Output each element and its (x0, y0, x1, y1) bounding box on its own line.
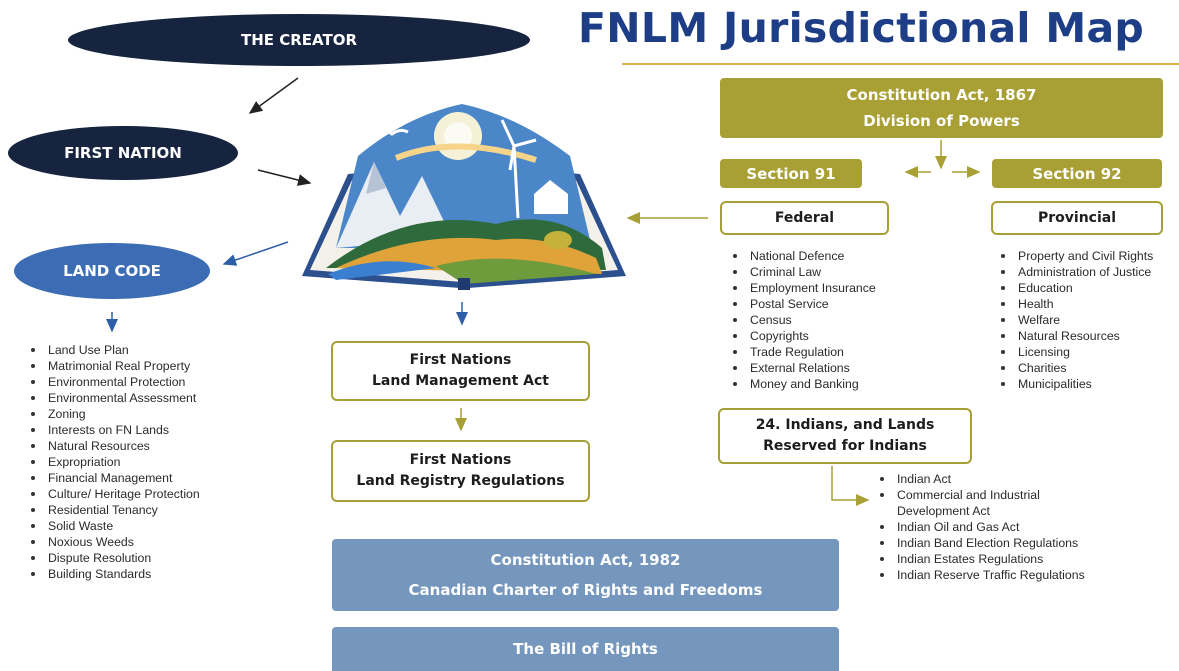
constitution-1867-box: Constitution Act, 1867 Division of Power… (720, 78, 1163, 138)
fnlma-line1: First Nations (409, 352, 512, 368)
list-item: Natural Resources (26, 438, 200, 454)
list-item: Health (996, 296, 1153, 312)
first-nation-node: FIRST NATION (8, 126, 238, 180)
list-item: Trade Regulation (728, 344, 876, 360)
list-item: Commercial and Industrial Development Ac… (875, 487, 1075, 519)
list-item: Indian Reserve Traffic Regulations (875, 567, 1085, 583)
list-item: Natural Resources (996, 328, 1153, 344)
land-code-node: LAND CODE (14, 243, 210, 299)
list-item: Matrimonial Real Property (26, 358, 200, 374)
provincial-powers-list: Property and Civil Rights Administration… (996, 248, 1153, 392)
list-item: External Relations (728, 360, 876, 376)
the-creator-node: THE CREATOR (68, 14, 530, 66)
federal-powers-list: National Defence Criminal Law Employment… (728, 248, 876, 392)
section-92-box: Section 92 (992, 159, 1162, 188)
constitution-1867-line1: Constitution Act, 1867 (846, 86, 1037, 104)
constitution-1867-line2: Division of Powers (863, 112, 1020, 130)
list-item: Charities (996, 360, 1153, 376)
list-item: Education (996, 280, 1153, 296)
list-item: Solid Waste (26, 518, 200, 534)
fnlma-line2: Land Management Act (372, 373, 549, 389)
constitution-1982-box: Constitution Act, 1982 Canadian Charter … (332, 539, 839, 611)
list-item: Welfare (996, 312, 1153, 328)
list-item: Criminal Law (728, 264, 876, 280)
federal-box: Federal (720, 201, 889, 235)
list-item: Licensing (996, 344, 1153, 360)
list-item: Indian Estates Regulations (875, 551, 1085, 567)
list-item: Indian Act (875, 471, 1085, 487)
list-item: Indian Oil and Gas Act (875, 519, 1085, 535)
list-item: Noxious Weeds (26, 534, 200, 550)
constitution-1982-line2: Canadian Charter of Rights and Freedoms (408, 581, 763, 599)
list-item: Indian Band Election Regulations (875, 535, 1085, 551)
list-item: Environmental Assessment (26, 390, 200, 406)
fnlrr-line1: First Nations (409, 452, 512, 468)
arrow-indians-to-list (831, 466, 870, 506)
list-item: Zoning (26, 406, 200, 422)
list-item: Financial Management (26, 470, 200, 486)
list-item: Expropriation (26, 454, 200, 470)
list-item: Employment Insurance (728, 280, 876, 296)
indians-line1: 24. Indians, and Lands (755, 417, 935, 433)
fn-land-management-act-box: First Nations Land Management Act (331, 341, 590, 401)
indian-acts-list: Indian Act Commercial and Industrial Dev… (875, 471, 1085, 583)
page-title: FNLM Jurisdictional Map (578, 4, 1145, 52)
list-item: Environmental Protection (26, 374, 200, 390)
list-item: Copyrights (728, 328, 876, 344)
list-item: Municipalities (996, 376, 1153, 392)
list-item: Culture/ Heritage Protection (26, 486, 200, 502)
fnlrr-line2: Land Registry Regulations (356, 473, 565, 489)
provincial-box: Provincial (991, 201, 1163, 235)
arrow-creator-to-book (248, 77, 299, 114)
list-item: Dispute Resolution (26, 550, 200, 566)
arrow-book-to-land-code (222, 241, 289, 266)
list-item: National Defence (728, 248, 876, 264)
fn-land-registry-regulations-box: First Nations Land Registry Regulations (331, 440, 590, 502)
list-item: Building Standards (26, 566, 200, 582)
list-item: Land Use Plan (26, 342, 200, 358)
list-item: Postal Service (728, 296, 876, 312)
list-item: Interests on FN Lands (26, 422, 200, 438)
list-item: Census (728, 312, 876, 328)
indians-lands-reserved-box: 24. Indians, and Lands Reserved for Indi… (718, 408, 972, 464)
bill-of-rights-box: The Bill of Rights (332, 627, 839, 671)
title-underline (622, 63, 1179, 65)
list-item: Property and Civil Rights (996, 248, 1153, 264)
land-code-list: Land Use Plan Matrimonial Real Property … (26, 342, 200, 582)
open-book-landscape-illustration (296, 98, 632, 294)
constitution-1982-line1: Constitution Act, 1982 (490, 551, 681, 569)
section-91-box: Section 91 (720, 159, 862, 188)
list-item: Residential Tenancy (26, 502, 200, 518)
indians-line2: Reserved for Indians (763, 438, 927, 454)
list-item: Money and Banking (728, 376, 876, 392)
list-item: Administration of Justice (996, 264, 1153, 280)
